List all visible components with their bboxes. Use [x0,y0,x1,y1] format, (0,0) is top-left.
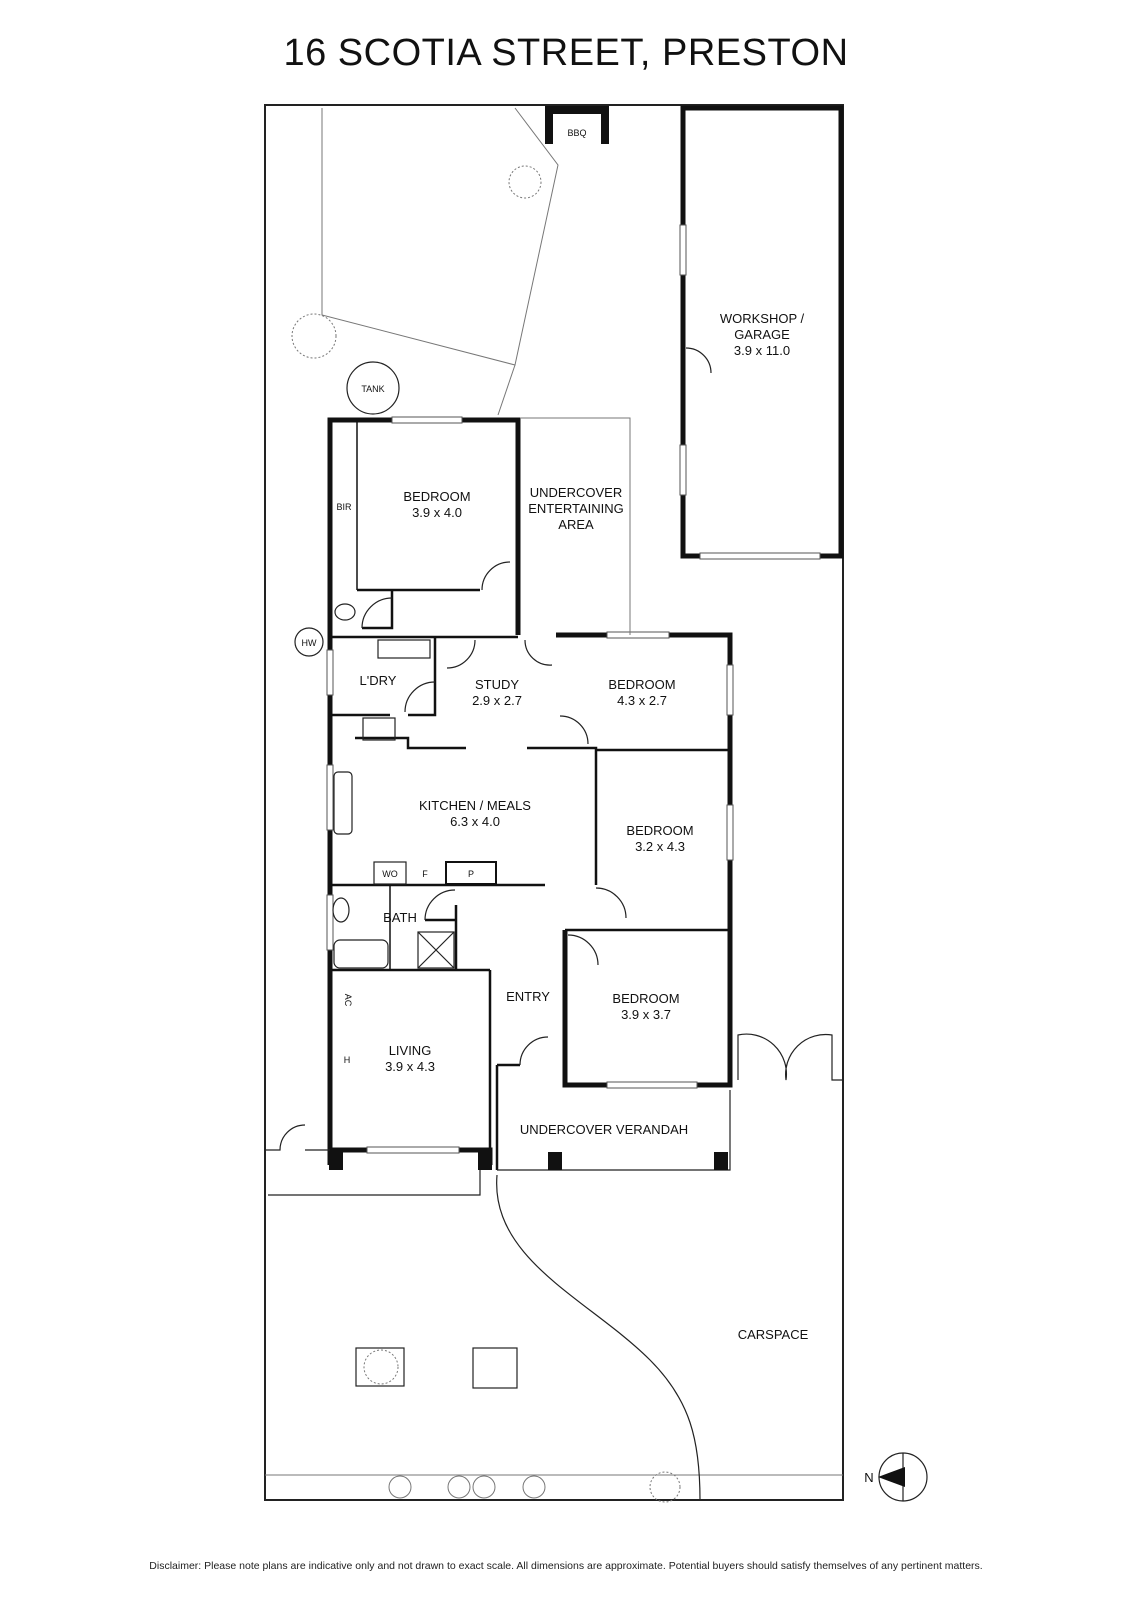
svg-text:3.9 x 3.7: 3.9 x 3.7 [621,1007,671,1022]
fridge-label: F [422,869,428,879]
room-entertaining: UNDERCOVER ENTERTAINING AREA [528,485,624,532]
svg-text:LIVING: LIVING [389,1043,432,1058]
svg-text:KITCHEN / MEALS: KITCHEN / MEALS [419,798,531,813]
room-kitchen: KITCHEN / MEALS 6.3 x 4.0 [419,798,531,829]
pantry-label: P [468,869,474,879]
ac-label: AC [343,994,353,1007]
svg-text:AREA: AREA [558,517,594,532]
room-living: LIVING 3.9 x 4.3 [385,1043,435,1074]
tank-label: TANK [361,384,384,394]
svg-text:BEDROOM: BEDROOM [403,489,470,504]
room-study: STUDY 2.9 x 2.7 [472,677,522,708]
cooktop [362,717,396,741]
bir-label: BIR [336,502,352,512]
tree-icon [291,165,681,1503]
bbq-label: BBQ [567,128,586,138]
room-bedroom-2: BEDROOM 4.3 x 2.7 [608,677,675,708]
bbq: BBQ [545,106,609,144]
svg-text:BEDROOM: BEDROOM [608,677,675,692]
page-title: 16 SCOTIA STREET, PRESTON [283,32,849,74]
svg-text:3.9 x 4.0: 3.9 x 4.0 [412,505,462,520]
tank [346,361,400,415]
svg-text:GARAGE: GARAGE [734,327,790,342]
svg-text:BEDROOM: BEDROOM [612,991,679,1006]
svg-text:3.9 x 4.3: 3.9 x 4.3 [385,1059,435,1074]
svg-text:ENTERTAINING: ENTERTAINING [528,501,624,516]
hot-water-unit [294,627,324,657]
wo-label: WO [382,869,398,879]
svg-text:3.9 x 11.0: 3.9 x 11.0 [734,343,790,358]
heater-label: H [344,1055,351,1065]
svg-text:3.2 x 4.3: 3.2 x 4.3 [635,839,685,854]
lot-boundary [264,104,844,1501]
bathtub [333,939,389,969]
compass-icon: N [864,1452,928,1502]
shower [417,931,455,969]
svg-text:UNDERCOVER: UNDERCOVER [530,485,622,500]
svg-text:BEDROOM: BEDROOM [626,823,693,838]
room-bedroom-3: BEDROOM 3.2 x 4.3 [626,823,693,854]
room-bedroom-4: BEDROOM 3.9 x 3.7 [612,991,679,1022]
svg-text:WORKSHOP /: WORKSHOP / [720,311,805,326]
room-bath: BATH [383,910,417,925]
svg-text:N: N [864,1470,873,1485]
room-garage: WORKSHOP / GARAGE 3.9 x 11.0 [720,311,805,358]
disclaimer: Disclaimer: Please note plans are indica… [149,1560,983,1572]
garage [679,105,844,560]
basin [332,897,350,923]
svg-text:STUDY: STUDY [475,677,519,692]
room-entry: ENTRY [506,989,550,1004]
hw-label: HW [302,638,317,648]
house-walls [326,416,734,1170]
room-carspace: CARSPACE [738,1327,809,1342]
room-bedroom-rear: BEDROOM 3.9 x 4.0 [403,489,470,520]
laundry-trough [377,639,431,659]
room-laundry: L'DRY [360,673,397,688]
svg-text:2.9 x 2.7: 2.9 x 2.7 [472,693,522,708]
kitchen-sink [333,771,353,835]
toilet [334,603,356,621]
svg-text:6.3 x 4.0: 6.3 x 4.0 [450,814,500,829]
room-verandah: UNDERCOVER VERANDAH [520,1122,688,1137]
garden-bed [321,107,559,366]
svg-text:4.3 x 2.7: 4.3 x 2.7 [617,693,667,708]
